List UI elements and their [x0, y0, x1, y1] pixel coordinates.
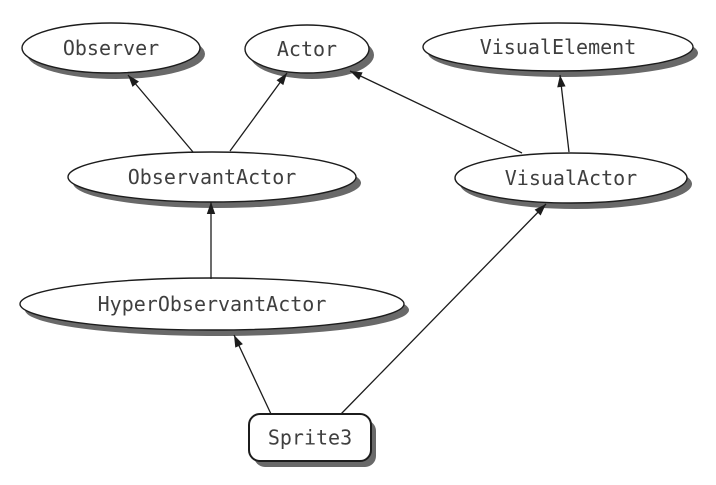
- edge-observant-actor-to-actor: [229, 72, 288, 152]
- node-shape-hyper-observant-actor: [19, 277, 405, 331]
- node-visual-element: VisualElement: [422, 22, 698, 77]
- node-shape-sprite3: [248, 413, 372, 462]
- node-sprite3: Sprite3: [248, 413, 376, 467]
- node-actor: Actor: [244, 24, 374, 79]
- node-label-sprite3: Sprite3: [268, 426, 352, 450]
- node-visual-actor: VisualActor: [454, 152, 692, 209]
- node-shape-visual-actor: [454, 152, 688, 204]
- edge-visual-actor-to-actor: [349, 70, 523, 154]
- edge-visual-actor-to-visual-element: [557, 74, 570, 153]
- node-label-visual-actor: VisualActor: [505, 166, 637, 190]
- edge-sprite3-to-hyper-observant-actor: [233, 334, 272, 415]
- edge-sprite3-to-visual-actor: [340, 203, 547, 415]
- node-label-visual-element: VisualElement: [480, 35, 637, 59]
- edge-observant-actor-to-observer: [127, 74, 194, 153]
- node-shape-visual-element: [422, 22, 694, 72]
- node-label-observant-actor: ObservantActor: [128, 165, 297, 189]
- node-label-actor: Actor: [277, 37, 337, 61]
- node-observant-actor: ObservantActor: [67, 151, 361, 208]
- node-observer: Observer: [21, 22, 205, 79]
- node-hyper-observant-actor: HyperObservantActor: [19, 277, 409, 336]
- node-shape-observer: [21, 22, 201, 74]
- node-label-observer: Observer: [63, 36, 159, 60]
- node-shape-actor: [244, 24, 370, 74]
- node-label-hyper-observant-actor: HyperObservantActor: [98, 292, 327, 316]
